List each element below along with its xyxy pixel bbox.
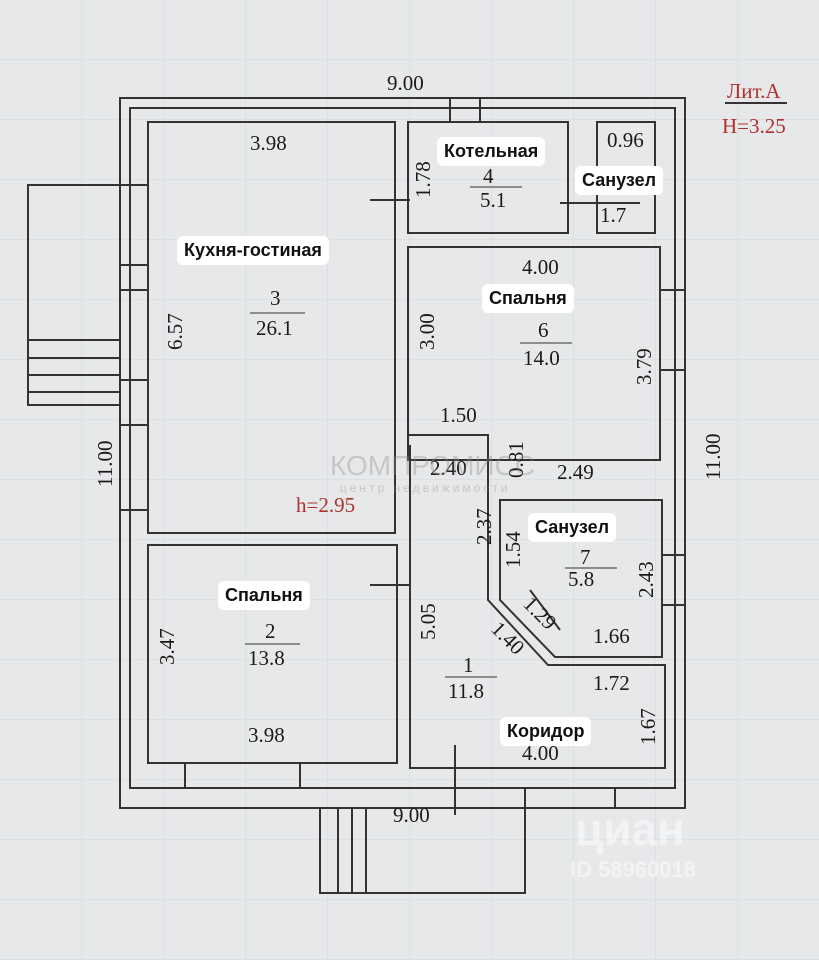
room-label-wc7: Санузел [528, 513, 617, 542]
watermarks: КОМПРОМИСС центр недвижимости [330, 450, 535, 495]
room-label-kitchen: Кухня-гостиная [177, 236, 329, 265]
bedroom6-num: 6 [538, 318, 549, 342]
boiler-height: 1.78 [411, 161, 435, 198]
room-label-boiler: Котельная [437, 137, 546, 166]
wc7-area: 5.8 [568, 567, 594, 591]
outer-bottom-dim: 9.00 [393, 803, 430, 827]
kitchen-height: 6.57 [163, 313, 187, 350]
dim-0-81: 0.81 [504, 441, 528, 478]
dim-2-43: 2.43 [634, 561, 658, 598]
bedroom2-width: 3.98 [248, 723, 285, 747]
bedroom2-num: 2 [265, 619, 276, 643]
room-label-corridor: Коридор [500, 717, 592, 746]
dim-2-49: 2.49 [557, 460, 594, 484]
wc7-num: 7 [580, 545, 591, 569]
dim-1-54: 1.54 [501, 531, 525, 568]
kitchen-width: 3.98 [250, 131, 287, 155]
height-label: H=3.25 [722, 114, 786, 138]
walls [27, 97, 787, 894]
room-label-bedroom2: Спальня [218, 581, 310, 610]
bedroom2-area: 13.8 [248, 646, 285, 670]
room-label-bedroom6: Спальня [482, 284, 574, 313]
bedroom6-width: 4.00 [522, 255, 559, 279]
dim-1-67: 1.67 [636, 708, 660, 745]
agency-watermark: КОМПРОМИСС [330, 450, 535, 481]
dim-1-50: 1.50 [440, 403, 477, 427]
dim-1-72: 1.72 [593, 671, 630, 695]
cian-logo: циан [575, 803, 685, 855]
outer-right-dim: 11.00 [701, 434, 725, 480]
dim-5-05: 5.05 [416, 603, 440, 640]
outer-left-dim: 11.00 [93, 441, 117, 487]
boiler-area: 5.1 [480, 188, 506, 212]
corridor-area: 11.8 [448, 679, 484, 703]
cian-watermark: циан ID 58960018 [570, 803, 696, 882]
bedroom2-height: 3.47 [155, 628, 179, 665]
kitchen-num: 3 [270, 286, 281, 310]
boiler-num: 4 [483, 164, 494, 188]
room-label-wc-small: Санузел [575, 166, 664, 195]
bedroom6-area: 14.0 [523, 346, 560, 370]
kitchen-area: 26.1 [256, 316, 293, 340]
listing-id: ID 58960018 [570, 857, 696, 882]
agency-watermark-sub: центр недвижимости [340, 481, 511, 495]
wc-small-width: 0.96 [607, 128, 644, 152]
ceiling-height: h=2.95 [296, 493, 355, 517]
bedroom6-h2: 3.79 [632, 348, 656, 385]
dim-2-37: 2.37 [472, 508, 496, 545]
corridor-num: 1 [463, 653, 474, 677]
dim-1-66: 1.66 [593, 624, 630, 648]
wc-small-area: 1.7 [600, 203, 626, 227]
outer-top-dim: 9.00 [387, 71, 424, 95]
dim-2-40: 2.40 [430, 456, 467, 480]
bedroom6-h1: 3.00 [415, 313, 439, 350]
lit-label: Лит.А [727, 79, 781, 103]
